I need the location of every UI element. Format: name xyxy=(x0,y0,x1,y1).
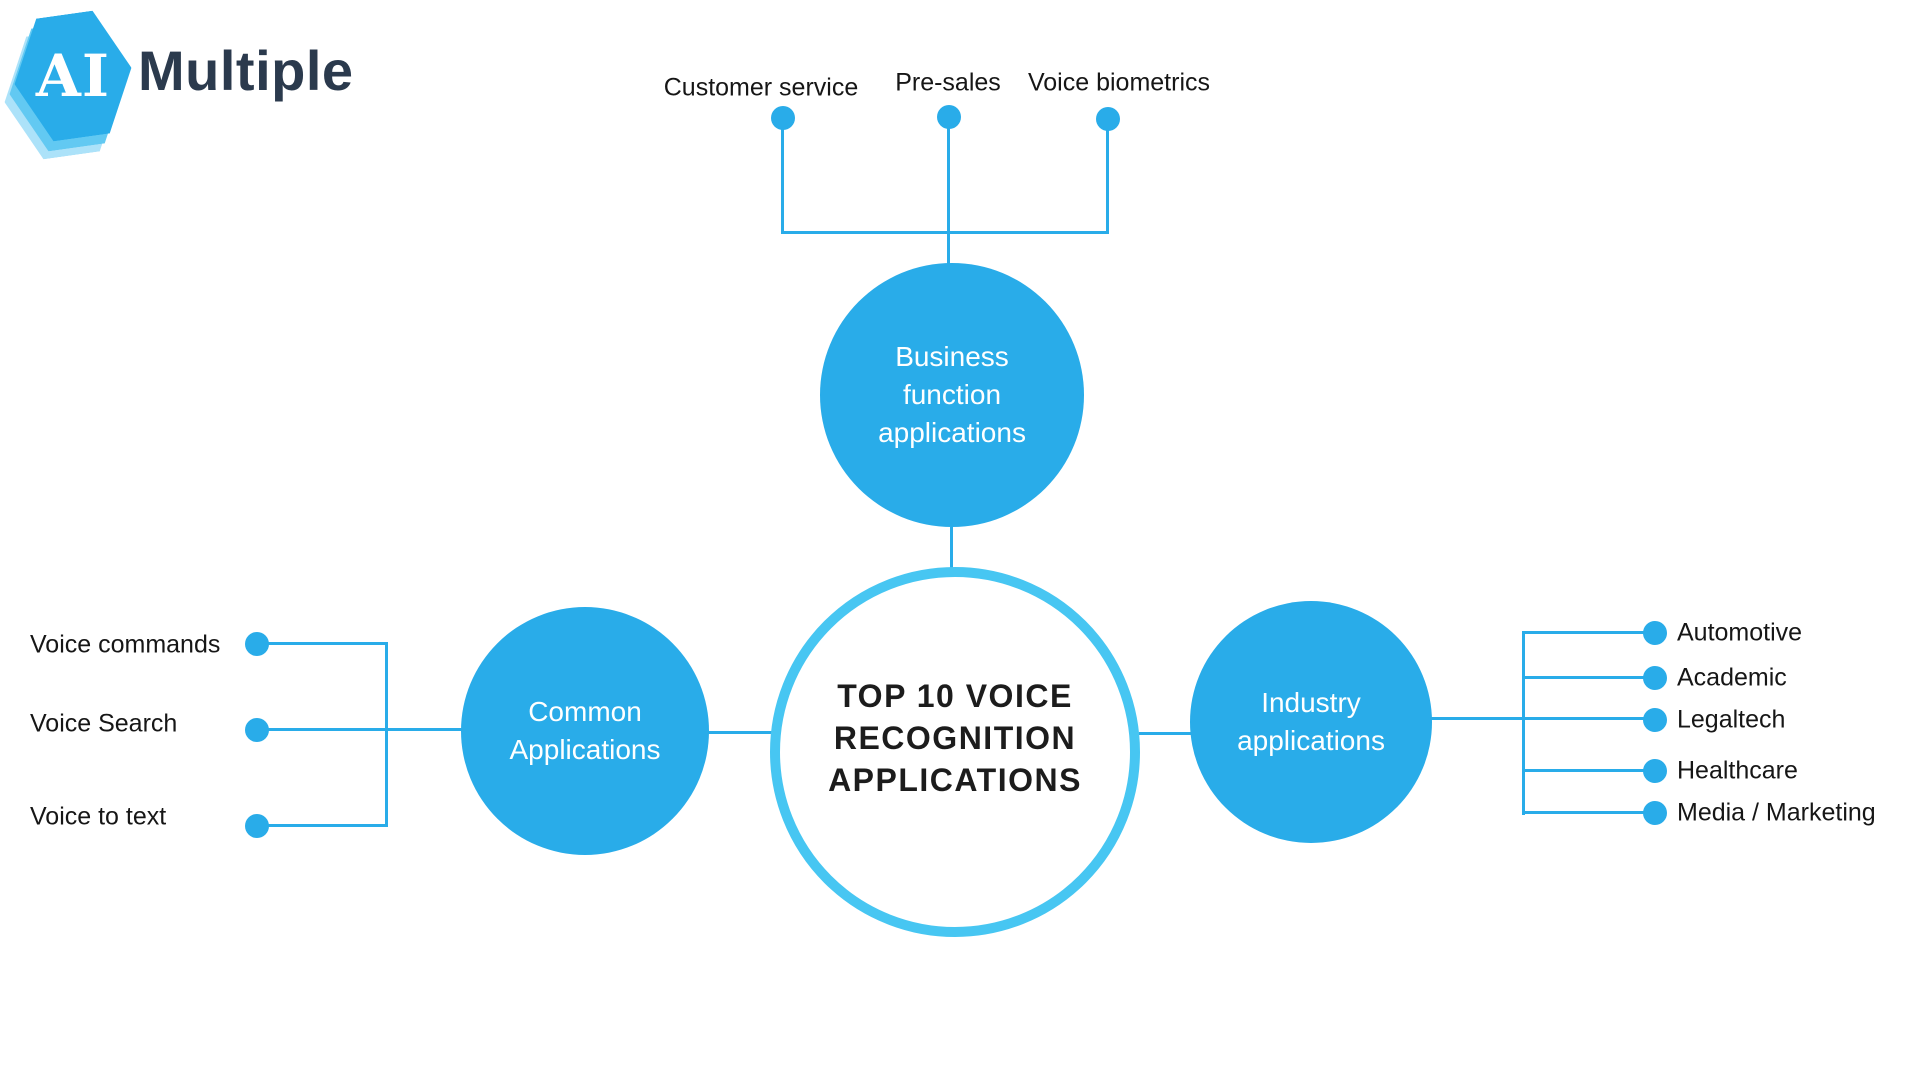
connector-dot-legaltech xyxy=(1643,708,1667,732)
node-industry-applications: Industry applications xyxy=(1190,601,1432,843)
logo-ai-text: AI xyxy=(35,42,111,110)
connector-dot-academic xyxy=(1643,666,1667,690)
connector-bracket-left xyxy=(385,642,388,827)
aimultiple-logo: AI Multiple xyxy=(8,6,388,156)
connector-line-healthcare xyxy=(1522,769,1655,772)
leaf-label-legaltech: Legaltech xyxy=(1677,705,1786,734)
connector-line-automotive xyxy=(1522,631,1655,634)
center-title-line-1: TOP 10 VOICE xyxy=(837,677,1073,714)
connector-dot-media-marketing xyxy=(1643,801,1667,825)
connector-bracket-right xyxy=(1522,631,1525,815)
leaf-label-academic: Academic xyxy=(1677,663,1787,692)
connector-line-voice-to-text xyxy=(257,824,388,827)
connector-line-legaltech xyxy=(1431,717,1655,720)
center-title: TOP 10 VOICE RECOGNITION APPLICATIONS xyxy=(828,675,1082,802)
leaf-label-voice-search: Voice Search xyxy=(30,709,178,738)
connector-line-pre-sales xyxy=(947,117,950,265)
center-circle-top10-voice-recognition: TOP 10 VOICE RECOGNITION APPLICATIONS xyxy=(770,567,1140,937)
leaf-label-voice-biometrics: Voice biometrics xyxy=(1027,68,1211,97)
node-label: Business function applications xyxy=(878,340,1026,449)
connector-line-voice-search xyxy=(257,728,463,731)
node-label: Industry applications xyxy=(1237,686,1385,756)
connector-business-to-center xyxy=(950,527,953,569)
connector-line-media-marketing xyxy=(1522,811,1655,814)
connector-line-academic xyxy=(1522,676,1655,679)
connector-center-to-industry xyxy=(1139,732,1191,735)
node-business-function-applications: Business function applications xyxy=(820,263,1084,527)
leaf-label-automotive: Automotive xyxy=(1677,618,1803,647)
leaf-label-voice-commands: Voice commands xyxy=(30,630,221,659)
center-title-line-2: RECOGNITION xyxy=(833,719,1077,756)
leaf-label-media-marketing: Media / Marketing xyxy=(1677,798,1876,827)
connector-bracket-top xyxy=(781,231,1109,234)
logo-brand-text: Multiple xyxy=(138,39,354,102)
leaf-label-pre-sales: Pre-sales xyxy=(895,68,1001,97)
leaf-label-healthcare: Healthcare xyxy=(1677,756,1798,785)
node-label: Common Applications xyxy=(509,695,661,765)
leaf-label-customer-service: Customer service xyxy=(663,73,859,102)
connector-line-voice-commands xyxy=(257,642,388,645)
node-common-applications: Common Applications xyxy=(461,607,709,855)
connector-dot-automotive xyxy=(1643,621,1667,645)
connector-dot-healthcare xyxy=(1643,759,1667,783)
connector-line-customer-service xyxy=(781,118,784,233)
center-title-line-3: APPLICATIONS xyxy=(828,762,1082,799)
leaf-label-voice-to-text: Voice to text xyxy=(30,802,167,831)
logo-hexagon: AI xyxy=(14,14,132,138)
connector-line-voice-biometrics xyxy=(1106,119,1109,233)
connector-common-to-center xyxy=(707,731,772,734)
